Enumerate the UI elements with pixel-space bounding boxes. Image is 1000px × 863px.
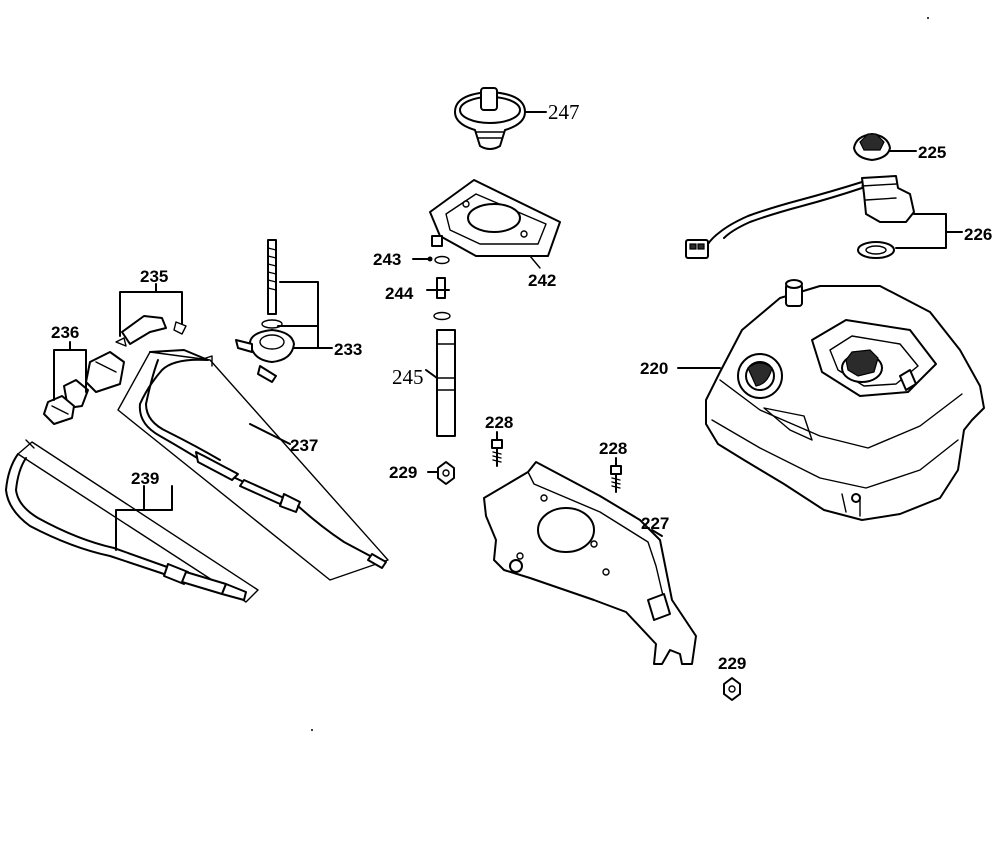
callout-247: 247: [548, 100, 580, 124]
vacuum-valve-part: [235, 239, 333, 383]
choke-cable-part: [117, 349, 389, 581]
callout-236: 236: [51, 323, 79, 342]
callout-227: 227: [641, 514, 669, 533]
nut-part-right: [723, 677, 741, 701]
callout-228-left: 228: [485, 413, 513, 432]
callout-229-left: 229: [389, 463, 417, 482]
callout-237: 237: [290, 436, 318, 455]
callout-244: 244: [385, 284, 414, 303]
bolt-part-left: [491, 431, 503, 467]
fuel-line-part: [5, 439, 259, 603]
fuel-tank-part: [677, 279, 985, 521]
callout-229-right: 229: [718, 654, 746, 673]
callout-220: 220: [640, 359, 668, 378]
callout-243: 243: [373, 250, 401, 269]
filler-tube-part: [425, 329, 456, 437]
hose-elbow-part: [115, 283, 187, 347]
callout-225: 225: [918, 143, 946, 162]
gasket-plate-part: [429, 179, 561, 269]
speck-dot: [311, 729, 313, 731]
callout-226: 226: [964, 225, 992, 244]
callout-228-right: 228: [599, 439, 627, 458]
pump-cap-part: [853, 133, 917, 161]
o-ring-part: [412, 255, 450, 265]
fuel-cap-part: [454, 87, 547, 150]
bracket-plate-part: [483, 461, 697, 665]
callout-242: 242: [528, 271, 556, 290]
fuel-filter-part: [43, 341, 125, 425]
speck-dot: [927, 17, 929, 19]
bolt-part-right: [610, 457, 622, 493]
fuel-pump-part: [685, 175, 963, 259]
nut-part-left: [427, 461, 455, 485]
callout-235: 235: [140, 267, 168, 286]
callout-239: 239: [131, 469, 159, 488]
callout-245: 245: [392, 365, 424, 389]
callout-233: 233: [334, 340, 362, 359]
nipple-fitting-part: [426, 277, 451, 321]
